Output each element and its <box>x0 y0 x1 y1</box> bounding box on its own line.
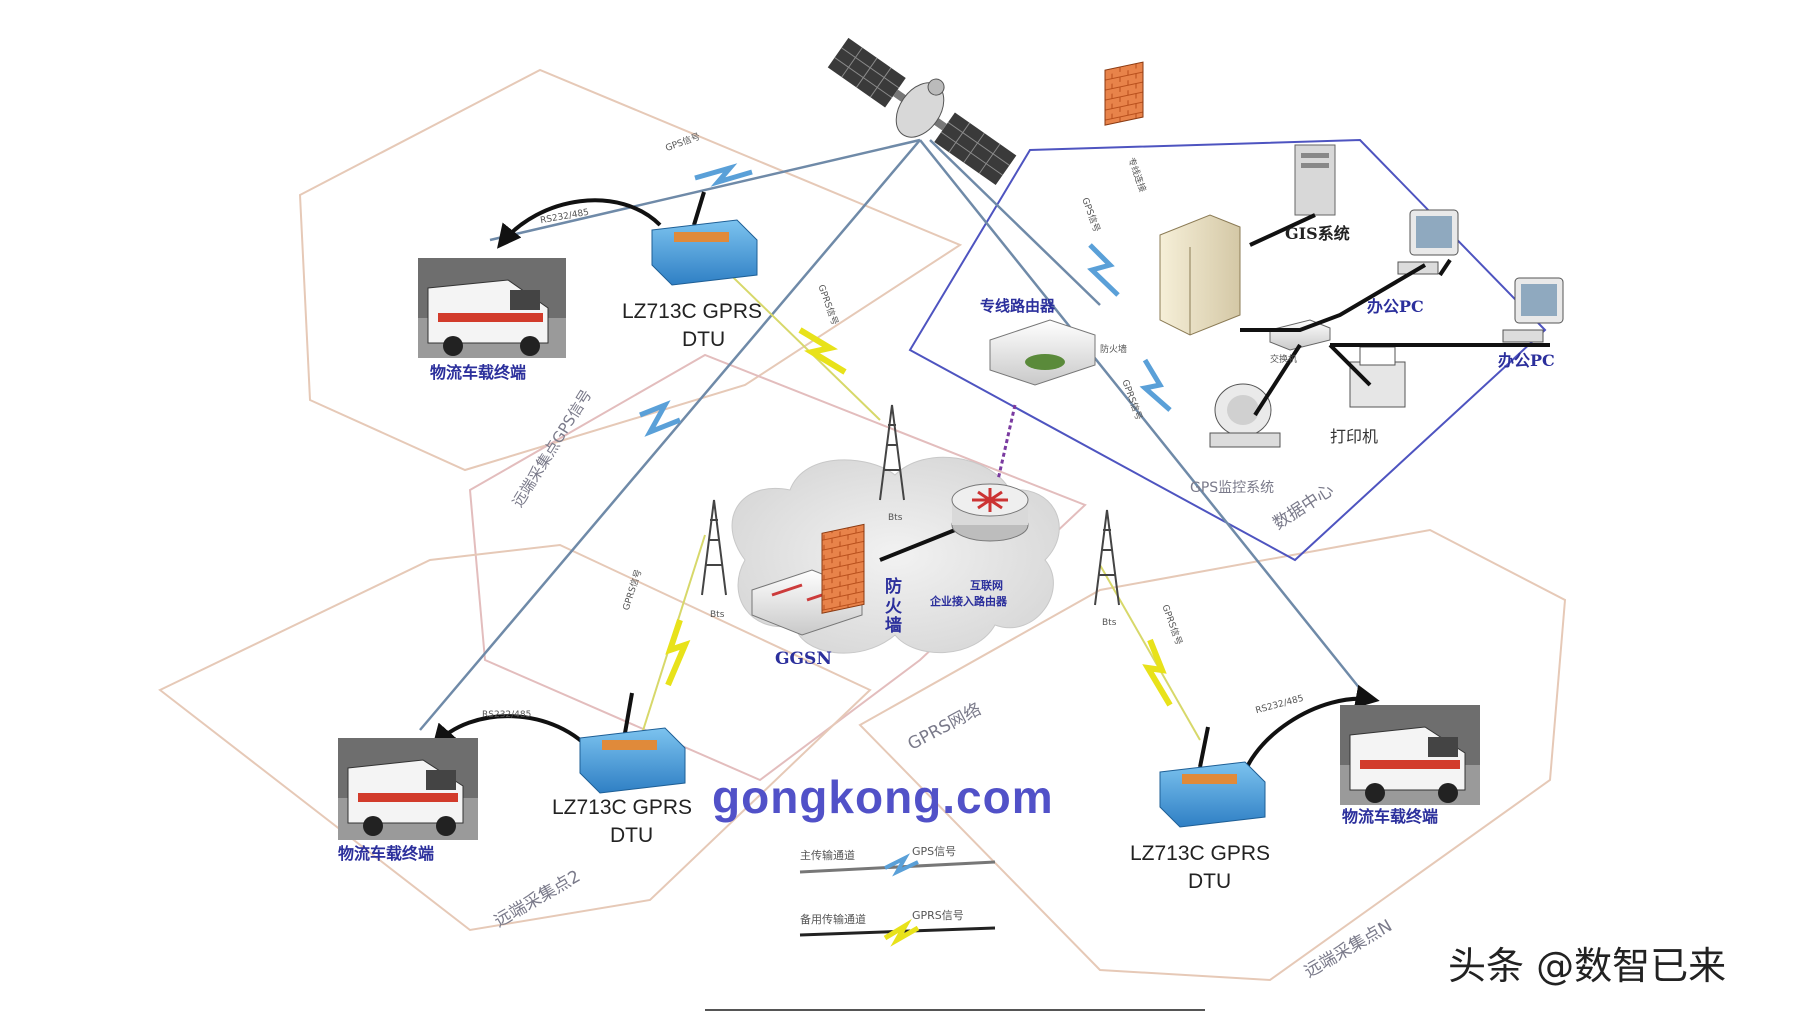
dtu-label-2-line1: LZ713C GPRS <box>552 796 693 819</box>
gprs-bolt-2 <box>665 619 691 687</box>
gis-system-label: GIS系统 <box>1285 224 1350 243</box>
dtu-device-1 <box>651 191 758 286</box>
bts-tower-left <box>701 499 727 596</box>
dtu-label-1-line2: DTU <box>682 328 726 351</box>
vehicle-photo-2 <box>338 738 478 840</box>
satellite-icon <box>827 37 1017 185</box>
server-cabinet-icon <box>1159 214 1241 336</box>
enterprise-access-label: 企业接入路由器 <box>930 595 1007 608</box>
watermark-text: gongkong.com <box>712 771 1054 823</box>
bts-label-left: Bts <box>710 610 725 620</box>
firewall-router-link <box>879 528 956 562</box>
legend-gps-bolt <box>884 853 919 877</box>
printer-icon <box>1349 346 1406 408</box>
zone-remote-1-outline <box>298 68 963 472</box>
rs-link-label-2: RS232/485 <box>482 710 532 720</box>
bts-tower-center <box>879 404 905 501</box>
bts-label-center: Bts <box>888 513 903 523</box>
office-pc-label-2: 办公PC <box>1498 351 1555 370</box>
vehicle-photo-1 <box>418 258 566 358</box>
gprs-bolt-3 <box>1142 638 1173 707</box>
gprs-bolt-1 <box>798 327 847 375</box>
dtu-device-2 <box>579 692 686 794</box>
gps-bolt-2 <box>639 400 681 437</box>
ggsn-label: GGSN <box>775 649 832 669</box>
dtu-label-2-line2: DTU <box>610 824 654 847</box>
gps-monitor-label: GPS监控系统 <box>1190 480 1275 496</box>
printer-label: 打印机 <box>1330 427 1379 446</box>
gps-link-1 <box>489 138 921 242</box>
gprs-link-1 <box>704 249 881 421</box>
gprs-link-3 <box>1099 564 1201 741</box>
dtu-label-3-line1: LZ713C GPRS <box>1130 842 1271 865</box>
lan-links <box>1240 213 1550 417</box>
credit-text: 头条 @数智已来 <box>1448 944 1727 988</box>
legend <box>799 853 996 947</box>
bts-tower-right <box>1094 509 1120 606</box>
router-label: 专线路由器 <box>980 297 1056 315</box>
legend-backup-label: 备用传输通道 <box>800 913 866 926</box>
switch-label: 交换机 <box>1270 355 1298 365</box>
gps-link-2 <box>419 139 921 731</box>
internet-router-icon <box>951 483 1029 542</box>
office-pc-icon-1 <box>1397 209 1459 275</box>
firewall-label: 防火墙 <box>885 577 902 637</box>
office-pc-icon-2 <box>1502 277 1564 343</box>
gps-bolt-3 <box>1087 243 1120 297</box>
gps-bolt-4 <box>1139 358 1172 412</box>
gps-monitor-icon <box>1209 383 1281 448</box>
office-pc-label-1: 办公PC <box>1367 297 1424 316</box>
gis-server-icon <box>1294 144 1336 216</box>
zone-remote-n-outline <box>858 528 1567 982</box>
legend-gps-label: GPS信号 <box>912 845 957 858</box>
vehicle-photo-3 <box>1340 705 1480 805</box>
switch-icon <box>1269 319 1331 351</box>
legend-primary-label: 主传输通道 <box>800 849 855 862</box>
gps-link-4 <box>929 139 1101 306</box>
data-center-firewall-icon <box>1104 61 1144 126</box>
gps-bolt-1 <box>694 163 753 187</box>
dtu-device-3 <box>1159 726 1266 828</box>
router-firewall-link <box>996 404 1017 481</box>
bts-label-right: Bts <box>1102 618 1117 628</box>
rs-link-1 <box>496 198 662 249</box>
legend-gprs-bolt <box>883 918 920 947</box>
rs-link-2 <box>431 714 597 757</box>
dtu-label-3-line2: DTU <box>1188 870 1232 893</box>
vehicle-terminal-label-2: 物流车载终端 <box>338 844 435 863</box>
legend-gprs-label: GPRS信号 <box>912 909 964 922</box>
vehicle-terminal-label-1: 物流车载终端 <box>430 363 527 382</box>
firewall-icon <box>821 523 865 614</box>
line-router-icon <box>989 319 1096 386</box>
vehicle-terminal-label-3: 物流车载终端 <box>1342 807 1439 826</box>
zone-remote-2-outline <box>158 543 872 932</box>
gps-link-3 <box>919 139 1366 696</box>
dtu-label-1-line1: LZ713C GPRS <box>622 300 763 323</box>
legend-primary-line <box>799 860 996 874</box>
internet-label: 互联网 <box>970 579 1003 592</box>
data-center-firewall-label: 防火墙 <box>1100 345 1128 355</box>
zone-gprs-outline <box>468 353 1087 782</box>
